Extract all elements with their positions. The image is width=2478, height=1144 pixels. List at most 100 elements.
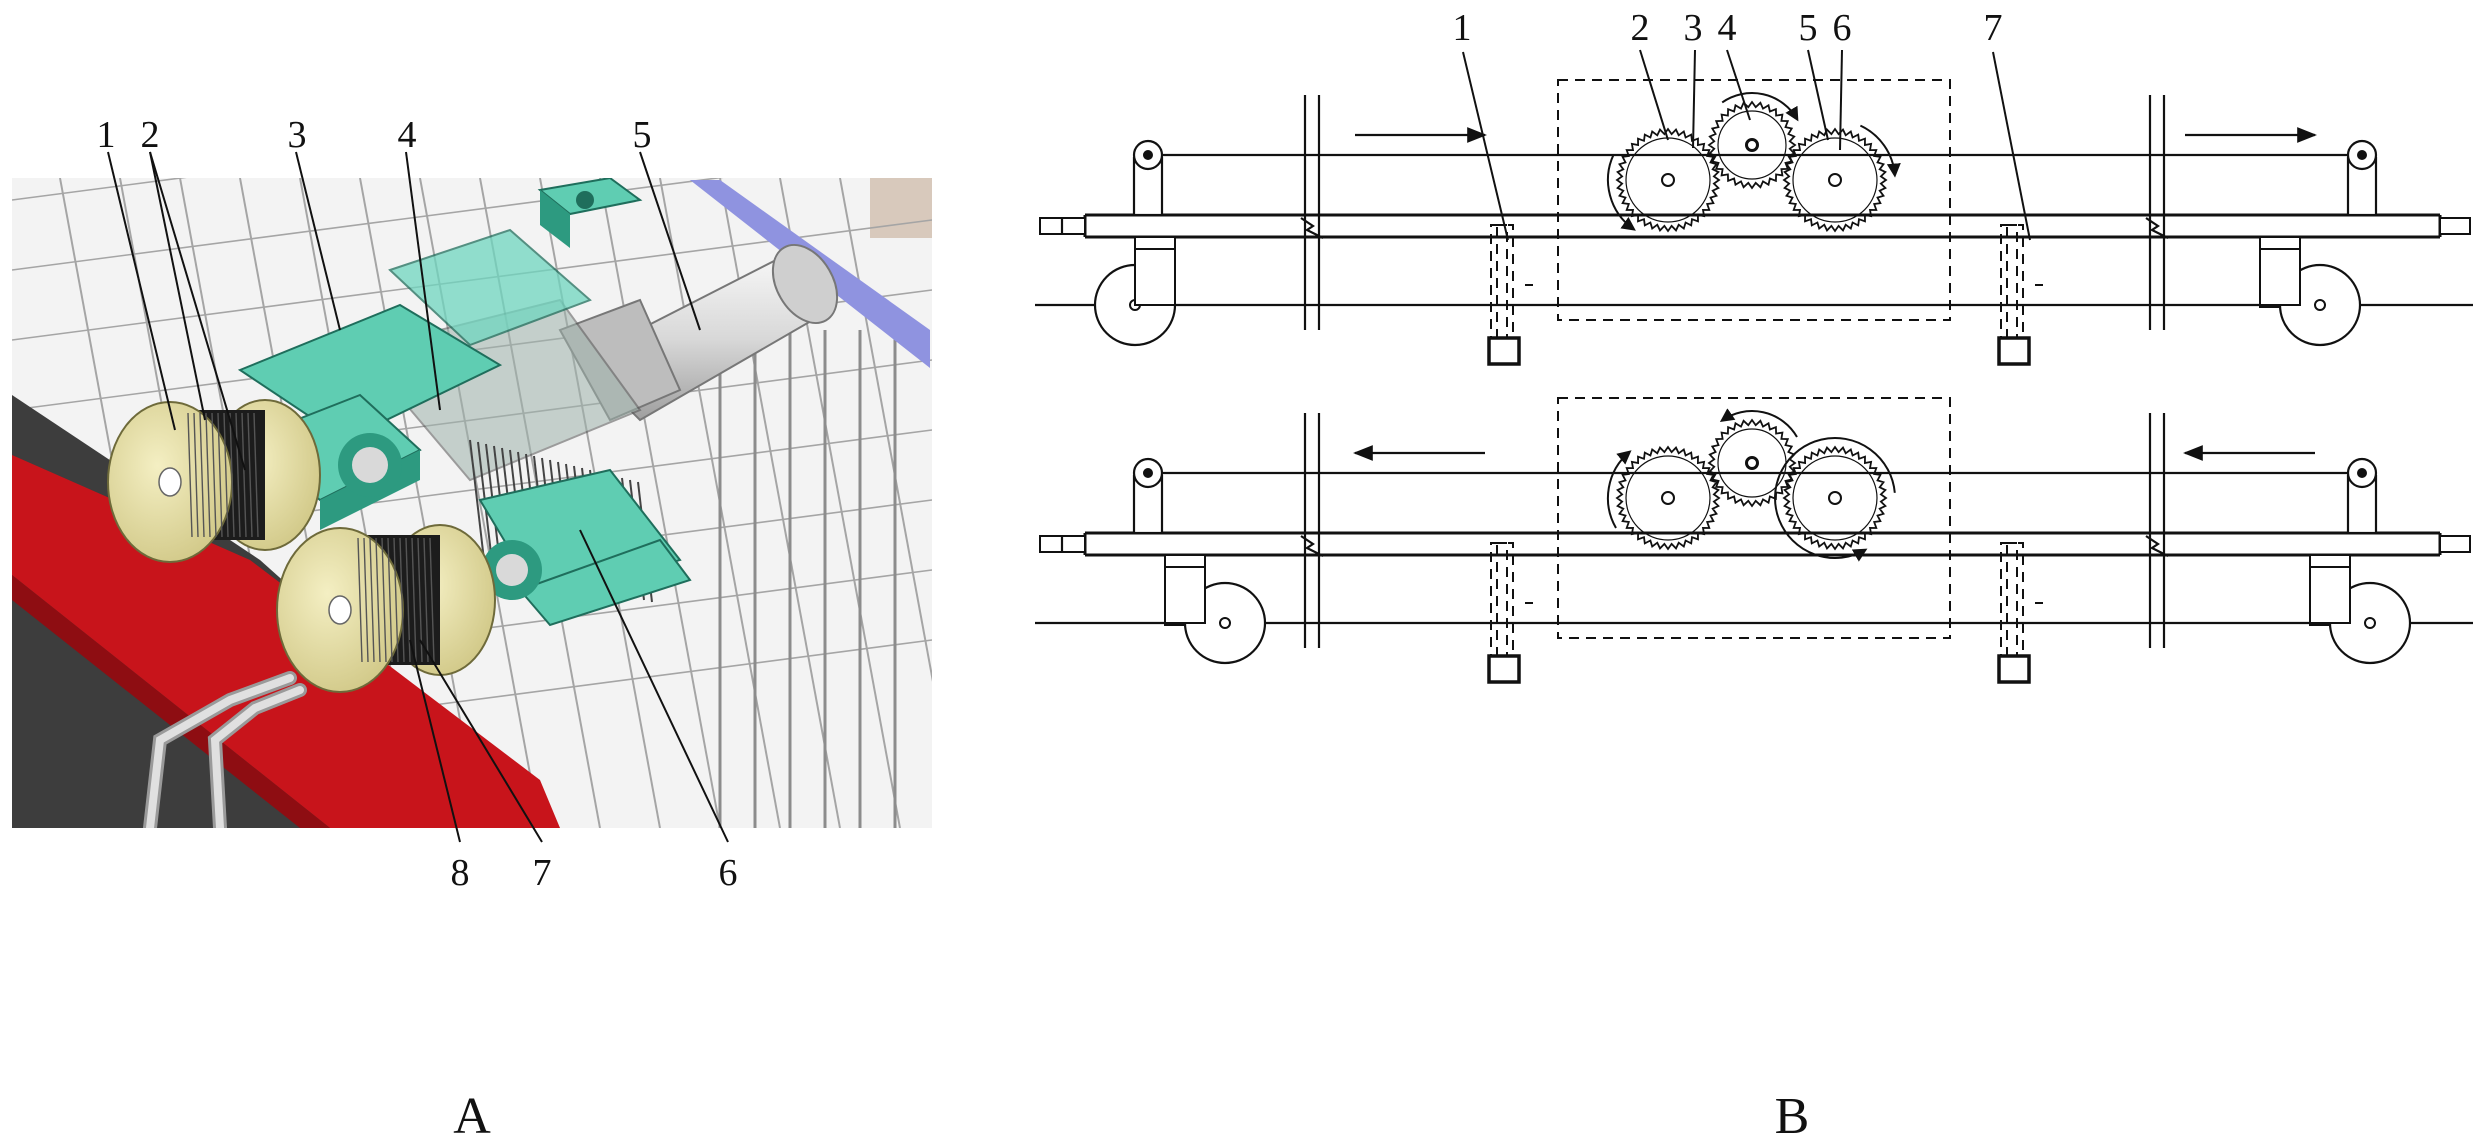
winding bbox=[217, 412, 223, 538]
frame-line bbox=[12, 178, 724, 271]
clamp-dashed bbox=[2000, 542, 2024, 659]
frame-line bbox=[599, 178, 721, 828]
winding bbox=[393, 537, 399, 663]
clamp-dashed-inner bbox=[1496, 542, 1508, 659]
winding bbox=[253, 412, 259, 538]
caster-plate bbox=[2309, 554, 2351, 568]
caster-axle bbox=[2364, 617, 2376, 629]
caster-bracket bbox=[2309, 566, 2351, 624]
wire-windings bbox=[187, 412, 259, 538]
frame-line bbox=[12, 178, 187, 201]
clamp-dashed bbox=[2000, 224, 2024, 341]
winding bbox=[247, 412, 253, 538]
callout-a-7: 7 bbox=[533, 852, 552, 894]
panel-a-caption: A bbox=[453, 1088, 491, 1144]
rope-pulley-center bbox=[2357, 150, 2367, 160]
schematic-reverse bbox=[1035, 397, 2473, 684]
rotation-arrow bbox=[1719, 408, 1798, 438]
panel-b-callouts: 1 2 3 4 5 6 7 bbox=[1453, 7, 2003, 49]
winding bbox=[229, 412, 235, 538]
caster-axle bbox=[2314, 299, 2326, 311]
gear-root-circle bbox=[1625, 455, 1711, 541]
clamp-foot bbox=[1487, 336, 1521, 366]
rope-pulley-center bbox=[1143, 150, 1153, 160]
cables bbox=[143, 671, 307, 828]
clamp-foot bbox=[1997, 336, 2031, 366]
winding bbox=[193, 412, 199, 538]
gear-outline bbox=[1707, 418, 1797, 508]
callout-b-4: 4 bbox=[1718, 7, 1737, 49]
clamp-dashed bbox=[1490, 224, 1514, 341]
gear-outline bbox=[1782, 445, 1888, 551]
winding bbox=[387, 537, 393, 663]
winding bbox=[381, 537, 387, 663]
panel-b-caption: B bbox=[1775, 1088, 1810, 1144]
clamp-dashed-inner bbox=[2006, 224, 2018, 341]
winding bbox=[223, 412, 229, 538]
gear-tooth bbox=[469, 439, 485, 561]
winding bbox=[199, 412, 205, 538]
clamp-dashed bbox=[1490, 542, 1514, 659]
machine-box-dashed bbox=[1557, 79, 1951, 321]
panel-b-schematic: 1 2 3 4 5 6 7 B bbox=[1035, 7, 2473, 1144]
caster-bracket bbox=[1134, 248, 1176, 306]
clamp-foot bbox=[1997, 654, 2031, 684]
gear-hub bbox=[1746, 139, 1758, 151]
winding bbox=[375, 537, 381, 663]
rotation-arrow bbox=[1721, 92, 1799, 122]
callout-a-1: 1 bbox=[97, 114, 116, 156]
callout-b-2: 2 bbox=[1631, 7, 1650, 49]
callout-b-5: 5 bbox=[1799, 7, 1818, 49]
schematic-forward bbox=[1035, 79, 2473, 366]
callout-a-3: 3 bbox=[288, 114, 307, 156]
callout-a-5: 5 bbox=[633, 114, 652, 156]
rope-pulley-center bbox=[2357, 468, 2367, 478]
gear-hub bbox=[1661, 491, 1675, 505]
callout-b-3: 3 bbox=[1684, 7, 1703, 49]
rotation-arrow bbox=[1606, 450, 1632, 529]
gear-root-circle bbox=[1717, 110, 1787, 180]
gear-outline bbox=[1707, 100, 1797, 190]
gear-hub bbox=[1828, 491, 1842, 505]
winding bbox=[363, 537, 369, 663]
upper-bearing-block bbox=[537, 178, 643, 248]
break-zigzag bbox=[2145, 535, 2169, 557]
rotation-arrow bbox=[1859, 124, 1901, 178]
gear-outline bbox=[1615, 445, 1721, 551]
panel-b-leaders bbox=[1462, 49, 2031, 241]
panel-a-leaders bbox=[107, 151, 729, 843]
winding bbox=[429, 537, 435, 663]
callout-a-8: 8 bbox=[451, 852, 470, 894]
winding bbox=[211, 412, 217, 538]
rotation-arrow bbox=[1606, 154, 1636, 231]
panel-a-callouts: 1 2 3 4 5 8 7 6 bbox=[97, 114, 738, 894]
break-zigzag bbox=[1300, 535, 1324, 557]
gear-root-circle bbox=[1792, 455, 1878, 541]
gear-hub bbox=[1661, 173, 1675, 187]
gear-hub bbox=[1828, 173, 1842, 187]
callout-a-4: 4 bbox=[398, 114, 417, 156]
winding bbox=[411, 537, 417, 663]
winding bbox=[357, 537, 363, 663]
caster-bracket bbox=[1164, 566, 1206, 624]
clamp-dashed-inner bbox=[2006, 542, 2018, 659]
callout-b-1: 1 bbox=[1453, 7, 1472, 49]
callout-a-2: 2 bbox=[141, 114, 160, 156]
red-beam-shadow bbox=[12, 575, 330, 828]
clamp-dashed-inner bbox=[1496, 224, 1508, 341]
winding bbox=[235, 412, 241, 538]
beige-corner bbox=[870, 178, 932, 238]
caster-plate bbox=[1134, 236, 1176, 250]
gear-outline bbox=[1615, 127, 1721, 233]
winding bbox=[423, 537, 429, 663]
rope-pulley-center bbox=[1143, 468, 1153, 478]
winding bbox=[399, 537, 405, 663]
callout-a-6: 6 bbox=[719, 852, 738, 894]
clamp-foot bbox=[1487, 654, 1521, 684]
caster-plate bbox=[1164, 554, 1206, 568]
winding bbox=[369, 537, 375, 663]
callout-b-7: 7 bbox=[1984, 7, 2003, 49]
callout-b-6: 6 bbox=[1833, 7, 1852, 49]
machine-box-dashed bbox=[1557, 397, 1951, 639]
